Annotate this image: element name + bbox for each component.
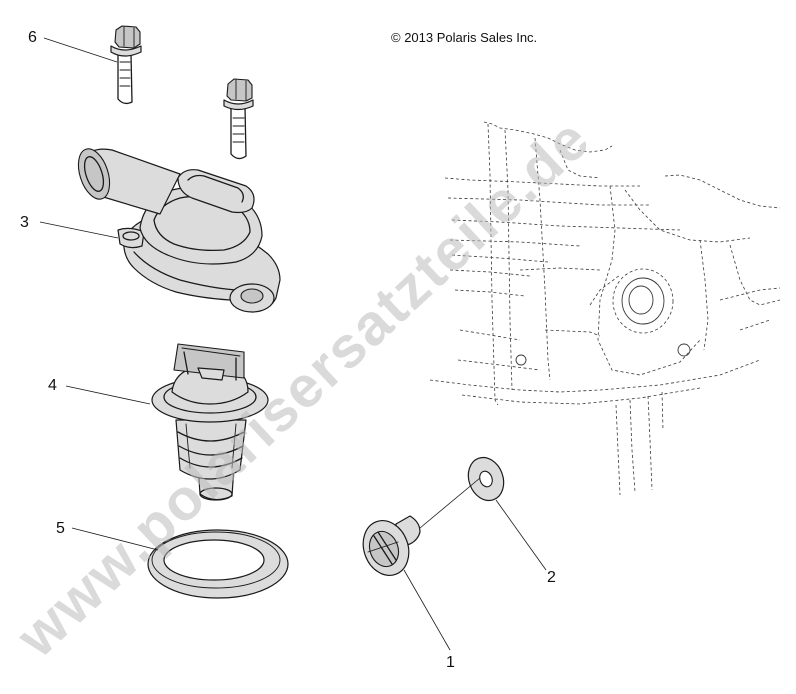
- thermostat-part: [151, 343, 269, 501]
- callout-1: 1: [446, 654, 455, 671]
- callout-6: 6: [28, 29, 37, 46]
- copyright-text: © 2013 Polaris Sales Inc.: [391, 30, 537, 45]
- leader-lines: [39, 37, 547, 651]
- callout-labels: 1 2 3 4 5 6: [20, 29, 556, 671]
- thermostat-housing-part: [77, 148, 281, 313]
- callout-5: 5: [56, 520, 65, 537]
- callout-2: 2: [547, 569, 556, 586]
- bolt-part: [110, 25, 254, 160]
- washer-part: [467, 456, 505, 502]
- screw-part: [362, 515, 421, 576]
- seal-ring-part: [147, 529, 289, 599]
- engine-block-background: [429, 121, 781, 496]
- callout-4: 4: [48, 377, 57, 394]
- callout-3: 3: [20, 214, 29, 231]
